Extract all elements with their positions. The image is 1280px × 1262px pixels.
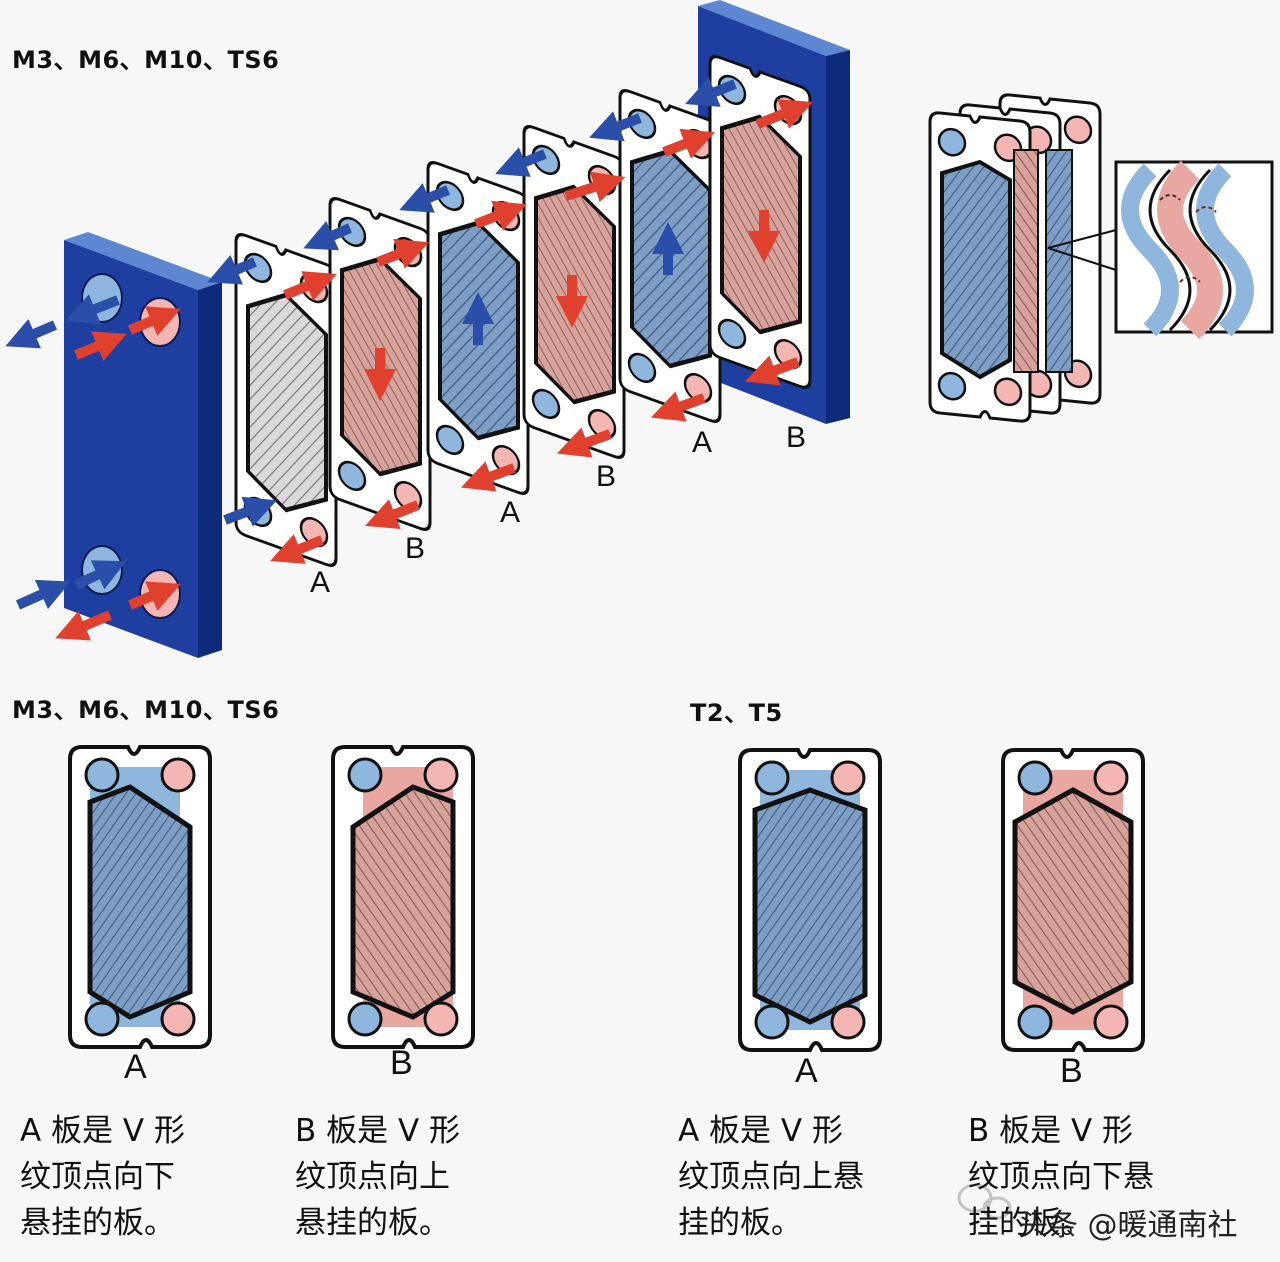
description-a-v-up: A 板是 V 形 纹顶点向上悬 挂的板。 (678, 1113, 864, 1241)
watermark-logo (957, 1183, 1012, 1220)
plate-b-v-up (333, 747, 473, 1047)
plate-a-label-left: A (124, 1048, 147, 1086)
plate-b-label-left: B (390, 1044, 413, 1082)
corrugation-zoom-inset (1114, 160, 1274, 340)
plate-pack-closeup (928, 92, 1117, 424)
description-a-v-down: A 板是 V 形 纹顶点向下 悬挂的板。 (20, 1113, 185, 1241)
flow-arrows (5, 77, 813, 641)
plate-a-v-down (70, 747, 210, 1047)
exploded-label-6: B (786, 421, 807, 454)
exploded-label-5: A (692, 426, 713, 459)
fixed-frame-plate (64, 232, 222, 658)
exploded-label-4: B (596, 460, 617, 493)
plate-b-v-down (1001, 748, 1145, 1052)
plate-a-label-right: A (795, 1052, 818, 1090)
exploded-label-1: A (310, 566, 331, 599)
top-model-heading: M3、M6、M10、TS6 (12, 46, 280, 74)
exploded-label-3: A (500, 496, 521, 529)
plate-a-v-up (738, 748, 882, 1052)
watermark-text: 头条 @暖通南社 (1018, 1208, 1238, 1243)
description-b-v-down: B 板是 V 形 纹顶点向下悬 挂的板。 (968, 1113, 1154, 1241)
bottom-right-model-heading: T2、T5 (690, 699, 783, 727)
description-b-v-up: B 板是 V 形 纹顶点向上 悬挂的板。 (295, 1113, 461, 1241)
exploded-label-2: B (405, 532, 426, 565)
bottom-left-model-heading: M3、M6、M10、TS6 (12, 696, 280, 724)
plate-b-label-right: B (1060, 1052, 1083, 1090)
